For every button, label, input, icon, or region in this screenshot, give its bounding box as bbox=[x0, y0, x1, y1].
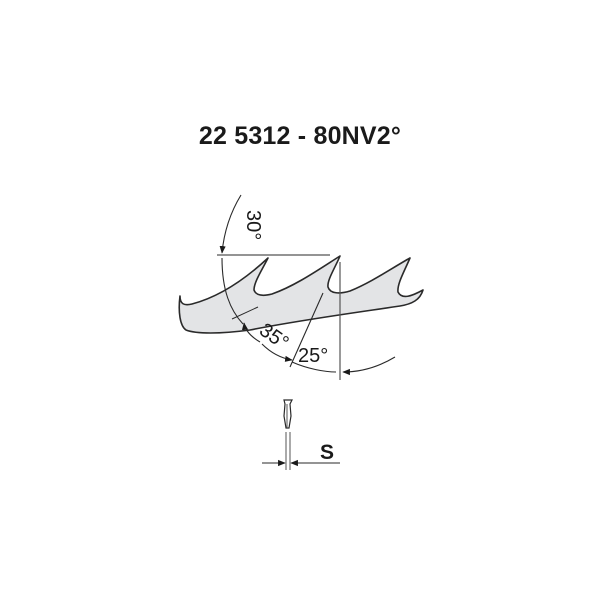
blade-cross-section bbox=[283, 399, 293, 429]
hook-angle-arc bbox=[219, 194, 242, 254]
tooth-face-tick bbox=[231, 306, 259, 320]
saw-blade-body bbox=[178, 255, 424, 334]
clearance-angle-arc bbox=[291, 361, 337, 373]
tooth-back-line bbox=[289, 292, 324, 368]
tooth-angle-arc bbox=[241, 322, 261, 343]
tooth-angle-arc-lower bbox=[261, 343, 293, 362]
product-code-title: 22 5312 - 80NV2° bbox=[198, 122, 402, 150]
hook-angle-label: 30° bbox=[242, 210, 264, 240]
thickness-label: S bbox=[320, 441, 334, 464]
tooth-angle-arc-upper bbox=[221, 257, 244, 325]
clearance-angle-label: 25° bbox=[298, 345, 328, 367]
clearance-angle-arc-return bbox=[342, 356, 396, 376]
